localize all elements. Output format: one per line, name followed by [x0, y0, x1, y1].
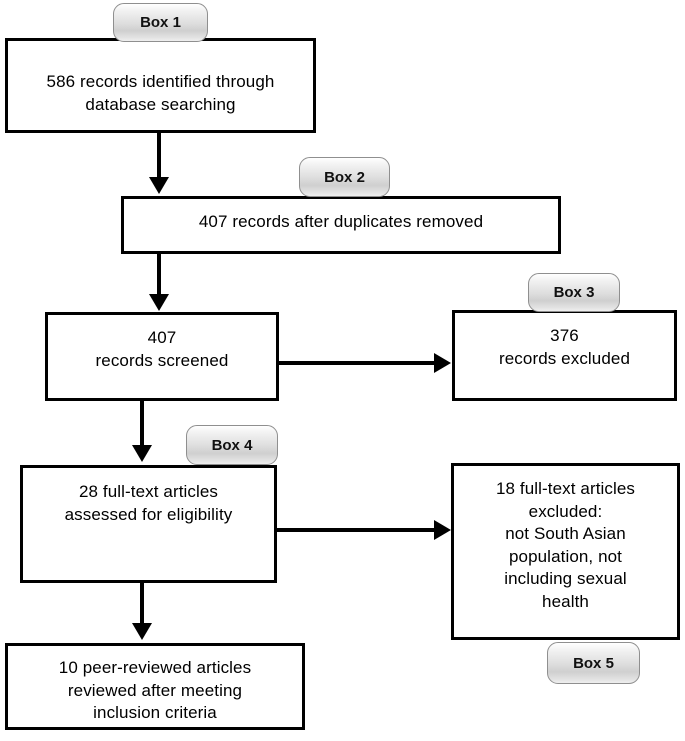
flowbox-records-screened: 407 records screened	[45, 312, 279, 401]
connector-identified-to-after-duplicates-line	[157, 133, 161, 179]
connector-screened-to-full-text-arrow	[132, 445, 152, 462]
flowbox-records-excluded-text: 376 records excluded	[498, 326, 631, 368]
tab-label-box-2: Box 2	[299, 157, 390, 197]
connector-screened-to-records-excluded-line	[279, 361, 436, 365]
connector-after-duplicates-to-screened-arrow	[149, 294, 169, 311]
connector-screened-to-full-text-line	[140, 401, 144, 447]
flowbox-records-excluded: 376 records excluded	[452, 310, 677, 401]
tab-label-box-3-text: Box 3	[553, 284, 595, 301]
flowbox-records-after-duplicates-text: 407 records after duplicates removed	[198, 212, 484, 231]
tab-label-box-5: Box 5	[547, 642, 640, 684]
flowbox-records-screened-text: 407 records screened	[95, 328, 229, 370]
tab-label-box-4-text: Box 4	[211, 436, 253, 454]
connector-after-duplicates-to-screened-line	[157, 254, 161, 296]
tab-label-box-3: Box 3	[528, 273, 620, 312]
flowbox-full-text-excluded-text: 18 full-text articles excluded: not Sout…	[495, 479, 636, 612]
tab-label-box-2-text: Box 2	[324, 168, 365, 186]
connector-full-text-to-excluded-line	[277, 528, 436, 532]
flowbox-full-text-assessed-text: 28 full-text articles assessed for eligi…	[64, 482, 233, 524]
connector-full-text-to-excluded-arrow	[434, 520, 451, 540]
tab-label-box-4: Box 4	[186, 425, 278, 465]
flowbox-articles-included-text: 10 peer-reviewed articles reviewed after…	[58, 658, 252, 723]
flowbox-articles-included: 10 peer-reviewed articles reviewed after…	[5, 643, 305, 730]
tab-label-box-1: Box 1	[113, 3, 208, 42]
flowbox-records-after-duplicates: 407 records after duplicates removed	[121, 196, 561, 254]
flowbox-full-text-assessed: 28 full-text articles assessed for eligi…	[20, 465, 277, 583]
flowbox-records-identified-text: 586 records identified through database …	[46, 72, 275, 114]
flowbox-full-text-excluded: 18 full-text articles excluded: not Sout…	[451, 463, 680, 640]
connector-full-text-to-included-arrow	[132, 623, 152, 640]
flowbox-records-identified: 586 records identified through database …	[5, 38, 316, 133]
connector-identified-to-after-duplicates-arrow	[149, 177, 169, 194]
connector-full-text-to-included-line	[140, 583, 144, 625]
tab-label-box-1-text: Box 1	[140, 14, 181, 31]
tab-label-box-5-text: Box 5	[573, 654, 614, 672]
connector-screened-to-records-excluded-arrow	[434, 353, 451, 373]
